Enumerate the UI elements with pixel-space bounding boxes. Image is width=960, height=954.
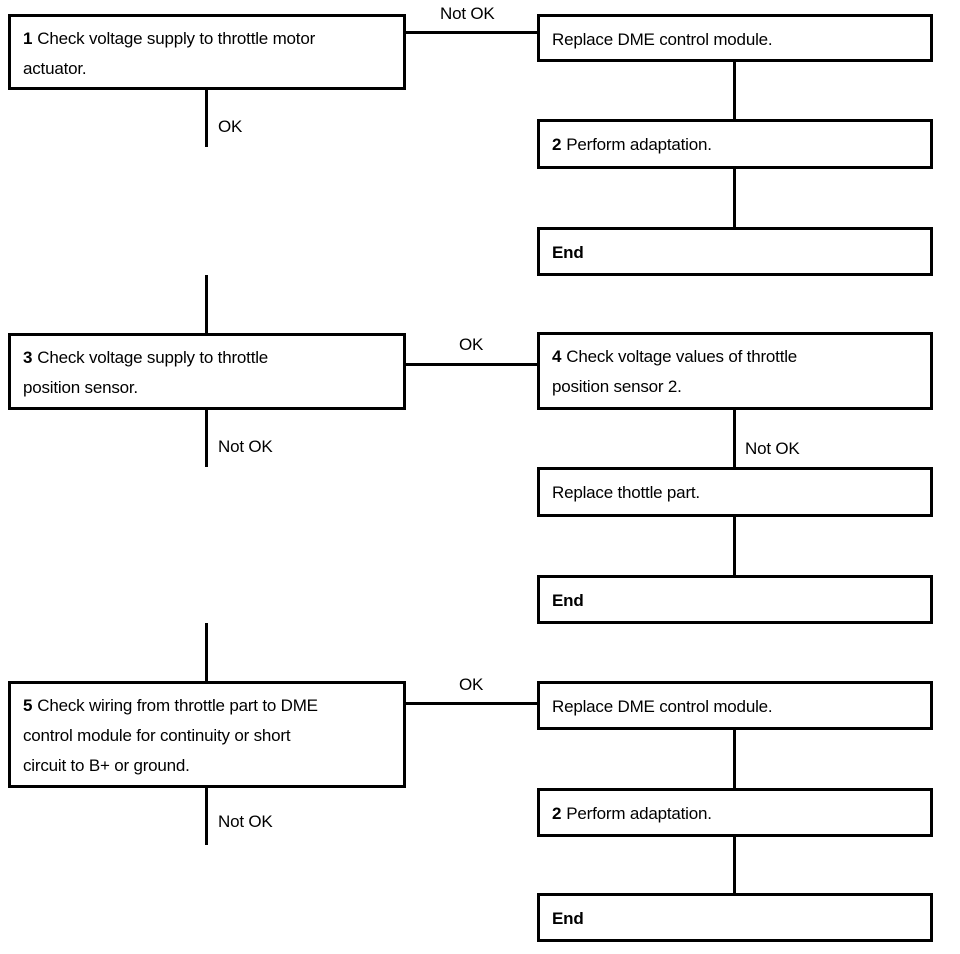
flow-replace-dme-box-1: Replace DME control module. — [537, 14, 933, 62]
step-number: 4 — [552, 347, 562, 366]
edge-label-step1-not-ok: Not OK — [440, 4, 495, 23]
step-text: Perform adaptation. — [566, 135, 712, 154]
edge-label-step3-not-ok: Not OK — [218, 437, 273, 456]
step-text: Replace DME control module. — [552, 30, 773, 49]
edge-label-step5-ok: OK — [459, 675, 484, 694]
flow-end-box-2: End — [537, 575, 933, 624]
end-text: End — [552, 591, 584, 610]
step-text: Check voltage supply to throttle positio… — [23, 348, 269, 397]
end-text: End — [552, 243, 584, 262]
connector-adaptation-to-end-2 — [733, 837, 736, 895]
connector-step1-to-replace-dme — [406, 31, 537, 34]
step-number: 3 — [23, 348, 33, 367]
connector-replace-dme-to-adaptation — [733, 62, 736, 119]
connector-replace-dme-to-adaptation-2 — [733, 730, 736, 788]
connector-replace-throttle-to-end — [733, 517, 736, 575]
connector-step5-not-ok-down — [205, 788, 208, 845]
step-text: Check wiring from throttle part to DME c… — [23, 696, 318, 775]
end-text: End — [552, 909, 584, 928]
step-number: 5 — [23, 696, 33, 715]
connector-adaptation-to-end — [733, 169, 736, 227]
edge-label-step3-ok: OK — [459, 335, 484, 354]
step-text: Check voltage supply to throttle motor a… — [23, 29, 316, 78]
connector-step3-to-step4 — [406, 363, 537, 366]
connector-into-step3 — [205, 275, 208, 333]
connector-step1-ok-down — [205, 90, 208, 147]
step-text: Replace DME control module. — [552, 697, 773, 716]
step-text: Check voltage values of throttle positio… — [552, 347, 798, 396]
flow-end-box-3: End — [537, 893, 933, 942]
step-number: 1 — [23, 29, 33, 48]
step-text: Perform adaptation. — [566, 804, 712, 823]
connector-step5-to-replace-dme — [406, 702, 537, 705]
step-number: 2 — [552, 804, 562, 823]
flow-replace-dme-box-2: Replace DME control module. — [537, 681, 933, 730]
edge-label-step4-not-ok: Not OK — [745, 439, 800, 458]
flow-end-box-1: End — [537, 227, 933, 276]
flow-replace-throttle-box: Replace thottle part. — [537, 467, 933, 517]
edge-label-step5-not-ok: Not OK — [218, 812, 273, 831]
connector-into-step5 — [205, 623, 208, 681]
connector-step3-not-ok-down — [205, 410, 208, 467]
step-text: Replace thottle part. — [552, 483, 700, 502]
connector-step4-not-ok-down — [733, 410, 736, 467]
edge-label-step1-ok: OK — [218, 117, 243, 136]
step-number: 2 — [552, 135, 562, 154]
